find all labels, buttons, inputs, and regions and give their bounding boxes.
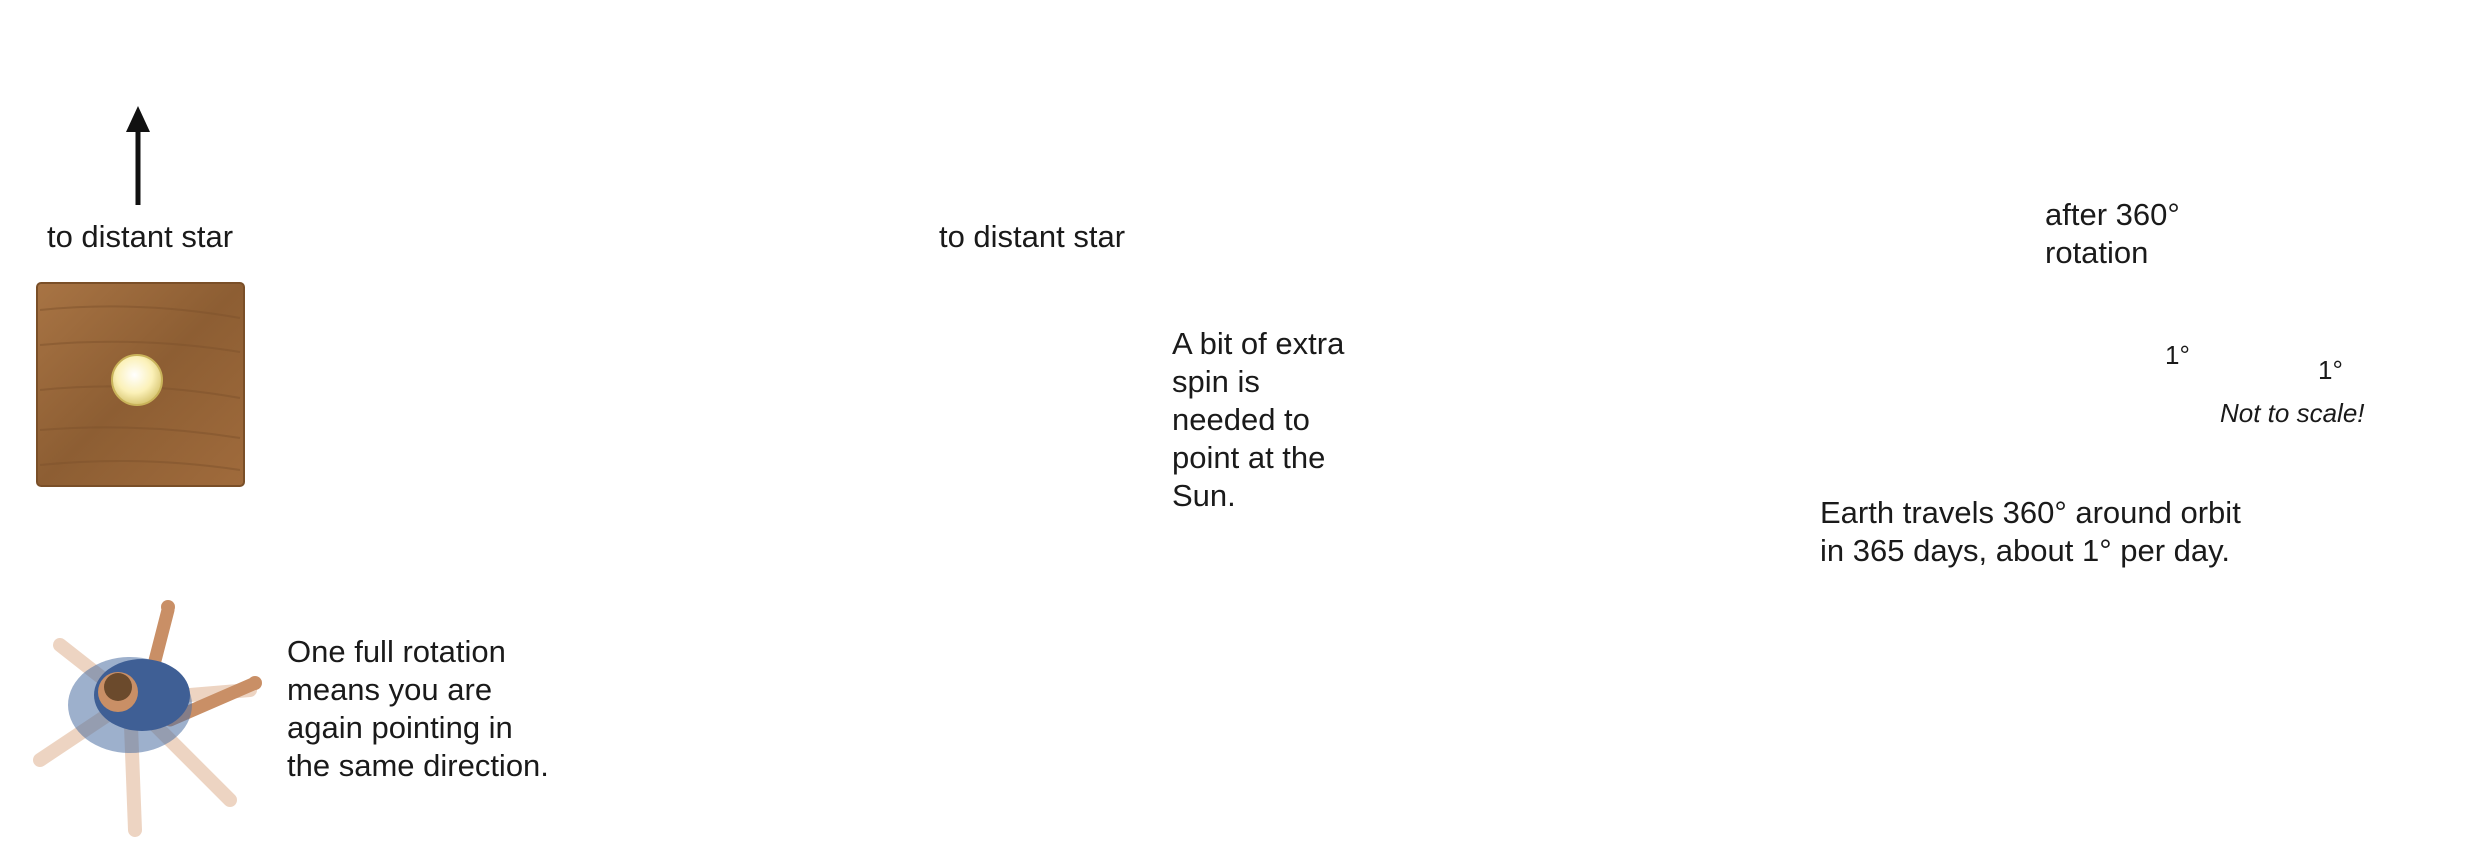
panel3-scale-note: Not to scale! [2220, 398, 2420, 428]
spinning-person-figure [40, 600, 262, 830]
panel1-caption: One full rotation means you are again po… [287, 633, 597, 785]
lamp-bulb [112, 355, 162, 405]
distant-star-arrowhead [126, 106, 150, 132]
panel3-caption: Earth travels 360° around orbit in 365 d… [1820, 494, 2340, 570]
panel3-angle-lower: 1° [2318, 355, 2358, 385]
panel1-star-label: to distant star [20, 218, 260, 256]
panel2-star-label: to distant star [912, 218, 1152, 256]
panel-1 [37, 106, 262, 830]
panel2-extra-spin-note: A bit of extra spin is needed to point a… [1172, 325, 1402, 515]
panel3-rotation-label: after 360° rotation [2045, 196, 2245, 272]
panel3-angle-upper: 1° [2165, 340, 2205, 370]
